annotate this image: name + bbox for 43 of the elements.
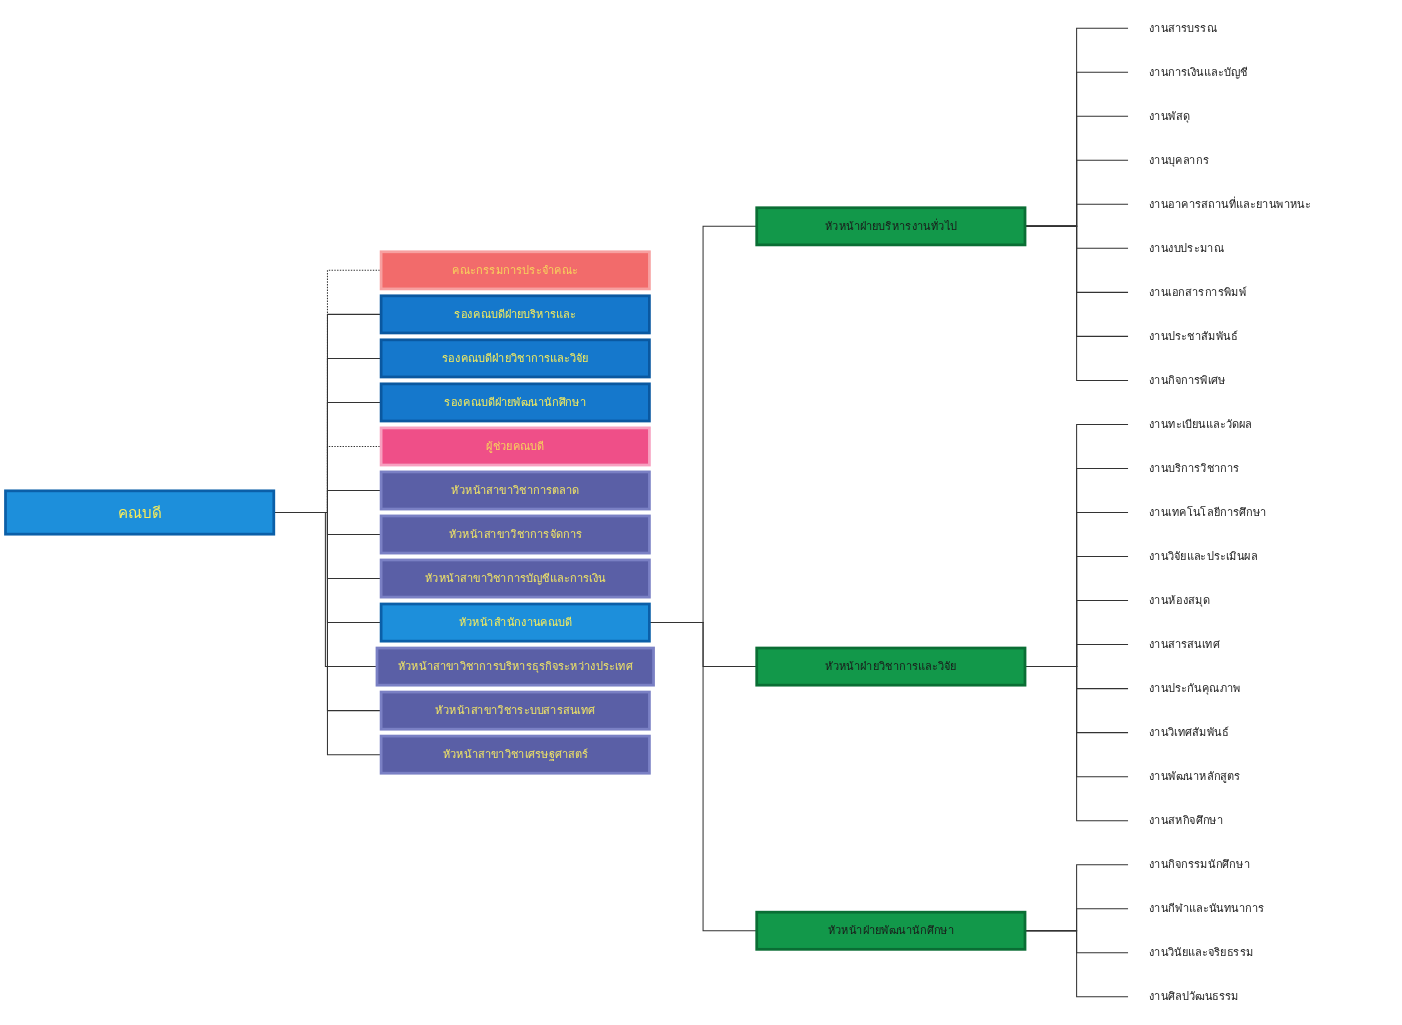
node-text: งานสารบรรณ xyxy=(1148,21,1217,35)
node-text: งานประชาสัมพันธ์ xyxy=(1148,329,1238,343)
node-box: หัวหน้าสาขาวิชาระบบสารสนเทศ xyxy=(379,690,651,731)
node-box: ผู้ช่วยคณบดี xyxy=(379,426,651,467)
node-box: หัวหน้าสาขาวิชาการตลาด xyxy=(379,470,651,511)
node-text: งานวิเทศสัมพันธ์ xyxy=(1148,725,1229,739)
node-box: หัวหน้าสำนักงานคณบดี xyxy=(379,602,651,643)
connector xyxy=(1024,225,1129,381)
node-text: งานเอกสารการพิมพ์ xyxy=(1148,285,1247,299)
node-box: หัวหน้าสาขาวิชาเศรษฐศาสตร์ xyxy=(379,734,651,775)
node-text: งานประกันคุณภาพ xyxy=(1148,681,1242,695)
node-text: งานวิจัยและประเมินผล xyxy=(1148,549,1258,563)
node-text: งานพัฒนาหลักสูตร xyxy=(1148,769,1241,783)
node-text: งานอาคารสถานที่และยานพาหนะ xyxy=(1148,197,1312,211)
node-text: งานสหกิจศึกษา xyxy=(1148,813,1224,827)
node-box: คณะกรรมการประจำคณะ xyxy=(379,250,651,291)
node-text: งานศิลปวัฒนธรรม xyxy=(1148,989,1239,1003)
node-box: รองคณบดีฝ่ายวิชาการและวิจัย xyxy=(379,338,651,379)
node-text: งานเทคโนโลยีการศึกษา xyxy=(1148,505,1267,519)
node-box: คณบดี xyxy=(4,489,276,536)
node-box: รองคณบดีฝ่ายพัฒนานักศึกษา xyxy=(379,382,651,423)
node-box: รองคณบดีฝ่ายบริหารและ xyxy=(379,294,651,335)
node-box: หัวหน้าสาขาวิชาการบัญชีและการเงิน xyxy=(379,558,651,599)
node-box: หัวหน้าสาขาวิชาการจัดการ xyxy=(379,514,651,555)
node-box: หัวหน้าฝ่ายพัฒนานักศึกษา xyxy=(755,910,1027,951)
node-text: งานกีฬาและนันทนาการ xyxy=(1148,901,1265,915)
node-text: งานบริการวิชาการ xyxy=(1148,461,1240,475)
node-box: หัวหน้าสาขาวิชาการบริหารธุรกิจระหว่างประเทศ xyxy=(375,646,655,687)
node-box: หัวหน้าฝ่ายบริหารงานทั่วไป xyxy=(755,206,1027,247)
node-text: งานงบประมาณ xyxy=(1148,241,1224,255)
node-text: งานการเงินและบัญชี xyxy=(1148,65,1248,79)
connector xyxy=(648,622,758,932)
node-text: งานทะเบียนและวัดผล xyxy=(1148,417,1253,431)
node-text: งานวินัยและจริยธรรม xyxy=(1148,945,1254,959)
node-text: งานบุคลากร xyxy=(1148,153,1209,167)
connector xyxy=(273,512,382,756)
node-box: หัวหน้าฝ่ายวิชาการและวิจัย xyxy=(755,646,1027,687)
node-text: งานสารสนเทศ xyxy=(1148,637,1220,651)
node-text: งานพัสดุ xyxy=(1148,109,1190,123)
node-text: งานกิจการพิเศษ xyxy=(1148,373,1226,387)
connector xyxy=(1024,666,1129,822)
node-text: งานห้องสมุด xyxy=(1148,593,1210,607)
node-text: งานกิจกรรมนักศึกษา xyxy=(1148,857,1250,871)
